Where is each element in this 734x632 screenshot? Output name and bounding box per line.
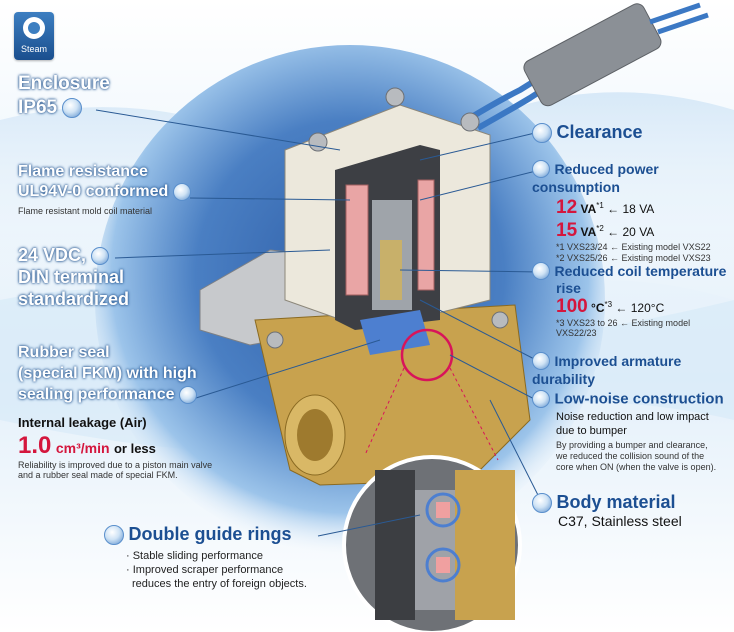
noise-note-2: we reduced the collision sound of the (556, 451, 705, 462)
din-terminal-label: DIN terminal (18, 267, 125, 287)
body-material-value: C37, Stainless steel (558, 513, 682, 529)
bullet-circle-icon (532, 352, 550, 370)
power-rest-2: ← 20 VA (607, 225, 655, 240)
bullet-circle-icon (62, 97, 83, 118)
power-sup-2: *2 (596, 224, 604, 234)
noise-line-2: due to bumper (556, 425, 627, 438)
guide-item-3: reduces the entry of foreign objects. (132, 578, 307, 590)
enclosure-heading: Enclosure (18, 73, 110, 94)
steam-icon (23, 17, 45, 39)
leakage-unit: cm³/min (55, 440, 110, 456)
leakage-note-2: and a rubber seal made of special FKM. (18, 470, 178, 480)
coil-heading: Reduced coil temperature (554, 263, 727, 279)
flame-resistance-heading: Flame resistance (18, 163, 148, 180)
flame-resistance-note: Flame resistant mold coil material (18, 206, 153, 216)
standardized-label: standardized (18, 289, 130, 309)
guide-item-2: · Improved scraper performance (126, 564, 284, 576)
noise-heading: Low-noise construction (554, 390, 724, 408)
bullet-circle-icon (532, 160, 550, 178)
clearance-heading: Clearance (556, 122, 643, 142)
power-heading: Reduced power consumption (532, 161, 659, 195)
leakage-value: 1.0 (18, 432, 52, 459)
steam-badge: Steam (14, 12, 54, 60)
bullet-circle-icon (91, 247, 110, 266)
body-material-heading: Body material (556, 492, 676, 512)
coil-note: *3 VXS23 to 26 ← Existing model VXS22/23 (556, 318, 691, 339)
noise-line-1: Noise reduction and low impact (556, 411, 709, 424)
power-value-1: 12 (556, 197, 578, 219)
steam-badge-label: Steam (20, 44, 47, 54)
power-sup-1: *1 (596, 201, 604, 211)
bullet-circle-icon (178, 385, 197, 404)
power-value-2: 15 (556, 220, 578, 242)
noise-note-3: core when ON (when the valve is open). (556, 462, 717, 473)
power-note-1: *1 VXS23/24 ← Existing model VXS22 (556, 242, 711, 253)
coil-sup: *3 (604, 300, 613, 310)
coil-heading-2: rise (556, 280, 581, 297)
rubber-seal-line3: sealing performance (18, 386, 175, 403)
noise-note-1: By providing a bumper and clearance, (556, 440, 708, 451)
bullet-circle-icon (532, 390, 550, 408)
bullet-circle-icon (532, 122, 552, 143)
power-note-2: *2 VXS25/26 ← Existing model VXS23 (556, 253, 711, 264)
power-unit-2: VA (580, 225, 597, 240)
bullet-circle-icon (104, 524, 124, 545)
vdc-heading: 24 VDC, (18, 245, 87, 265)
leakage-note-1: Reliability is improved due to a piston … (18, 460, 213, 470)
internal-leakage-title: Internal leakage (Air) (18, 415, 147, 430)
coil-value: 100 (556, 296, 588, 318)
rubber-seal-heading: Rubber seal (18, 344, 110, 361)
bullet-circle-icon (532, 492, 552, 513)
rubber-seal-line2: (special FKM) with high (18, 365, 197, 382)
guide-rings-heading: Double guide rings (128, 524, 292, 544)
bullet-circle-icon (532, 262, 550, 280)
bullet-circle-icon (172, 182, 191, 201)
ul94-rating: UL94V-0 conformed (18, 183, 169, 200)
armature-heading: Improved armature durability (532, 353, 682, 387)
enclosure-rating: IP65 (18, 97, 58, 118)
guide-item-1: · Stable sliding performance (126, 550, 263, 562)
power-rest-1: ← 18 VA (607, 202, 655, 217)
power-unit-1: VA (580, 202, 597, 217)
coil-unit: °C (591, 301, 605, 316)
coil-rest: ← 120°C (615, 301, 665, 316)
leakage-suffix: or less (113, 441, 156, 456)
